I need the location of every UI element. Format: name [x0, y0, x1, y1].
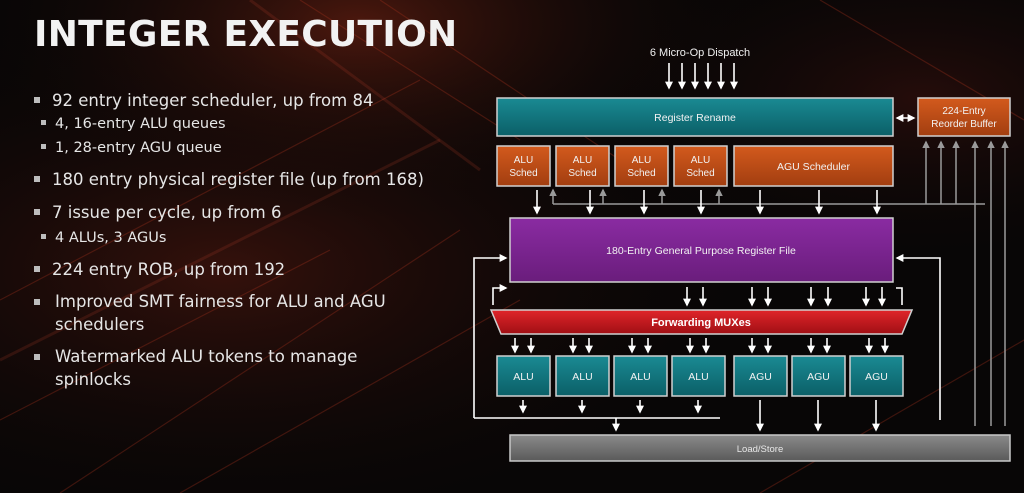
bullet-item: Watermarked ALU tokens to manage spinloc… [34, 345, 394, 391]
regfile-to-mux-arrows [683, 287, 886, 307]
bullet-text: 7 issue per cycle, up from 6 [52, 203, 282, 222]
bullet-text: Improved SMT fairness for ALU and AGU sc… [55, 292, 386, 334]
bullet-item: 92 entry integer scheduler, up from 84 [34, 89, 373, 112]
dispatch-arrows [665, 63, 738, 90]
alu-scheduler-block: ALU Sched [496, 145, 551, 187]
slide-title: INTEGER EXECUTION [34, 14, 458, 55]
forwarding-mux-block: Forwarding MUXes [489, 309, 914, 335]
alu-sched-label: ALU [632, 155, 651, 166]
register-file-label: 180-Entry General Purpose Register File [606, 245, 796, 257]
bullet-item: 7 issue per cycle, up from 6 [34, 201, 281, 224]
bullet-item: 180 entry physical register file (up fro… [34, 168, 424, 191]
alu-sched-label: ALU [691, 155, 710, 166]
alu-label: ALU [572, 371, 592, 383]
register-rename-label: Register Rename [654, 112, 736, 124]
retire-feedback-lines [549, 140, 1009, 426]
agu-scheduler-block: AGU Scheduler [733, 145, 894, 187]
bullet-marker [34, 354, 40, 360]
dispatch-label: 6 Micro-Op Dispatch [650, 47, 750, 59]
reorder-buffer-label-1: 224-Entry [942, 106, 985, 117]
register-rename-block: Register Rename [496, 97, 894, 137]
agu-label: AGU [865, 371, 888, 383]
alu-label: ALU [688, 371, 708, 383]
alu-scheduler-block: ALU Sched [614, 145, 669, 187]
agu-output-arrows [756, 400, 880, 432]
agu-unit: AGU [791, 355, 846, 397]
alu-unit: ALU [671, 355, 726, 397]
alu-label: ALU [630, 371, 650, 383]
result-bus [474, 417, 720, 432]
forwarding-label: Forwarding MUXes [651, 317, 751, 329]
bullet-text: Watermarked ALU tokens to manage spinloc… [55, 347, 358, 389]
bullet-marker [34, 265, 40, 272]
bullet-item: 4, 16-entry ALU queues [41, 116, 226, 132]
bullet-text: 4, 16-entry ALU queues [55, 116, 226, 132]
alu-output-arrows [519, 400, 702, 414]
alu-sched-label: Sched [509, 168, 537, 179]
bullet-text: 1, 28-entry AGU queue [55, 140, 222, 156]
alu-unit: ALU [555, 355, 610, 397]
bullet-marker [41, 233, 46, 239]
alu-scheduler-block: ALU Sched [673, 145, 728, 187]
bullet-marker [34, 208, 40, 215]
load-store-label: Load/Store [737, 444, 783, 455]
agu-scheduler-label: AGU Scheduler [777, 161, 850, 173]
bullet-item: Improved SMT fairness for ALU and AGU sc… [34, 290, 394, 336]
bullet-marker [41, 143, 46, 149]
bullet-text: 4 ALUs, 3 AGUs [55, 230, 167, 246]
alu-scheduler-block: ALU Sched [555, 145, 610, 187]
mux-to-unit-arrows [511, 338, 889, 354]
alu-sched-label: Sched [686, 168, 714, 179]
load-store-block: Load/Store [509, 434, 1011, 462]
alu-sched-label: Sched [568, 168, 596, 179]
sched-to-regfile-arrows [533, 190, 881, 215]
alu-label: ALU [513, 371, 533, 383]
reorder-buffer-block: 224-Entry Reorder Buffer [917, 97, 1011, 137]
reorder-buffer-label-2: Reorder Buffer [931, 119, 997, 130]
bullet-marker [34, 299, 40, 305]
alu-sched-label: ALU [573, 155, 592, 166]
bypass-feedback-lines [473, 254, 941, 420]
bullet-marker [41, 119, 46, 125]
agu-unit: AGU [733, 355, 788, 397]
alu-unit: ALU [613, 355, 668, 397]
agu-label: AGU [807, 371, 830, 383]
bullet-marker [34, 96, 40, 103]
agu-unit: AGU [849, 355, 904, 397]
alu-sched-label: Sched [627, 168, 655, 179]
bullet-text: 224 entry ROB, up from 192 [52, 260, 286, 279]
register-file-block: 180-Entry General Purpose Register File [509, 217, 894, 283]
agu-label: AGU [749, 371, 772, 383]
bullet-item: 224 entry ROB, up from 192 [34, 258, 285, 281]
alu-unit: ALU [496, 355, 551, 397]
alu-sched-label: ALU [514, 155, 533, 166]
bullet-text: 92 entry integer scheduler, up from 84 [52, 91, 374, 110]
bullet-marker [34, 175, 40, 182]
bullet-item: 1, 28-entry AGU queue [41, 140, 222, 156]
bullet-text: 180 entry physical register file (up fro… [52, 170, 424, 189]
bullet-item: 4 ALUs, 3 AGUs [41, 230, 166, 246]
